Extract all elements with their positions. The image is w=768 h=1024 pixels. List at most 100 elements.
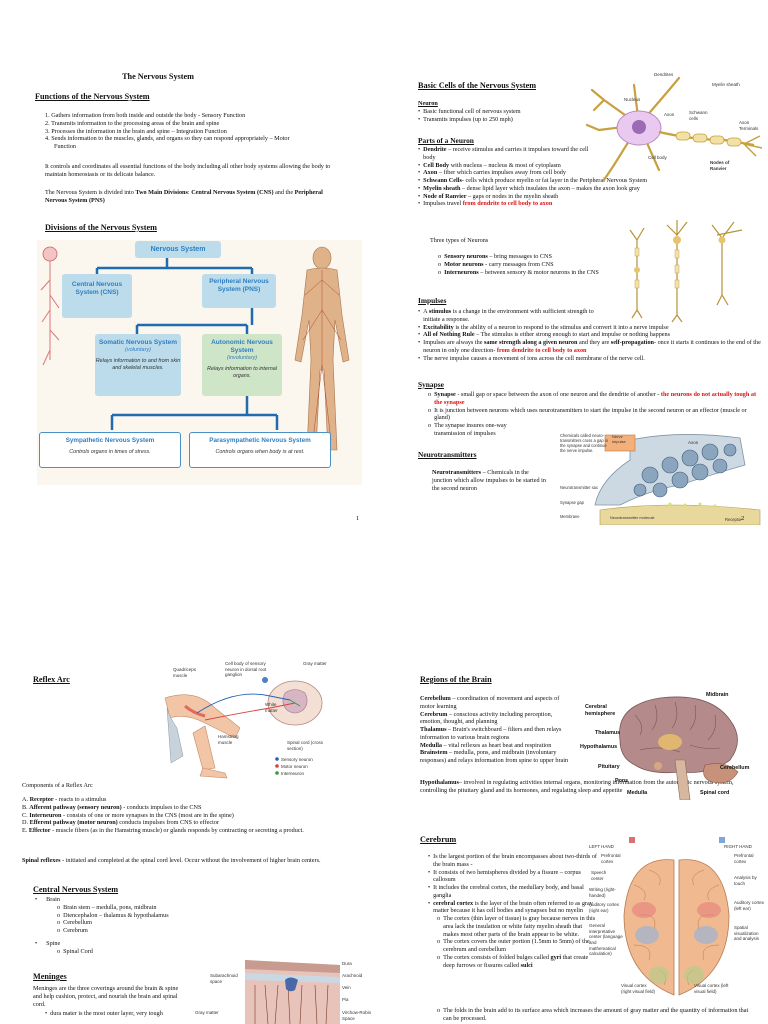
fig-label: Neurotransmitter sac [560, 485, 598, 490]
three-types-label: Three types of Neurons [430, 237, 489, 244]
list-item: Cerebrum – conscious activity including … [420, 710, 553, 726]
neuron-label: Neuron [418, 100, 438, 107]
page-1: The Nervous System Functions of the Nerv… [0, 55, 384, 525]
brain-figure: Midbrain Cerebral hemisphere Thalamus Hy… [580, 690, 765, 801]
components-list: A. Receptor - reacts to a stimulus B. Af… [22, 796, 367, 835]
fig-label: Axon [688, 440, 699, 445]
fig-label: Spinal cord [700, 790, 730, 796]
functions-heading: Functions of the Nervous System [35, 92, 150, 101]
fig-label: Thalamus [595, 730, 621, 736]
fig-label: Pia [342, 997, 349, 1002]
synapse-heading: Synapse [418, 380, 444, 389]
fig-label: Chemicals called neuro-transmitters cros… [560, 433, 609, 454]
fig-label: Cell body [648, 155, 667, 160]
synapse-figure: Chemicals called neuro-transmitters cros… [560, 430, 765, 525]
list-item: Medulla – vital reflexes as heart beat a… [420, 741, 552, 749]
neuron-types-figure [622, 210, 762, 325]
list-item: •Impulses are always the same strength a… [418, 339, 761, 354]
lateralization-figure: LEFT HAND RIGHT HAND Prefrontal cortex S… [589, 835, 764, 1003]
sympathetic-title: Sympathetic Nervous System [65, 437, 155, 444]
fig-label: Prefrontal cortex [601, 853, 621, 864]
neuron-list: •Basic functional cell of nervous system… [418, 108, 593, 124]
list-item: •Transmits impulses (up to 250 mph) [418, 115, 513, 123]
fig-label: Myelin sheath [712, 82, 740, 87]
autonomic-title: Autonomic Nervous System [211, 339, 273, 355]
neuron-illustration [585, 76, 763, 182]
fig-label: Spatial visualization and analysis [734, 925, 760, 942]
fig-label: Schwann cells [689, 110, 708, 121]
fig-label: Nerve impulse [612, 434, 626, 444]
fig-legend-label: Interneuron [281, 771, 305, 776]
list-item: •Myelin sheath – dense lipid layer which… [418, 184, 640, 192]
list-item: •Basic functional cell of nervous system [418, 108, 521, 115]
somatic-title: Somatic Nervous System [98, 339, 178, 346]
fig-label: Auditory cortex (left ear) [734, 900, 765, 911]
fig-legend-label: Motor neuron [281, 764, 308, 769]
page-4: Regions of the Brain Cerebellum – coordi… [384, 655, 768, 1024]
divisions-heading: Divisions of the Nervous System [45, 223, 157, 232]
parasympathetic-desc: Controls organs when body is at rest. [215, 448, 305, 455]
parasympathetic-box: Parasympathetic Nervous System Controls … [189, 432, 331, 468]
page-title: The Nervous System [122, 72, 194, 81]
list-item: •Excitability is the ability of a neuron… [418, 323, 669, 331]
fig-label: Membrane [560, 514, 580, 519]
fig-label: Quadriceps muscle [173, 667, 197, 678]
fig-label: Cerebellum [720, 765, 750, 771]
fig-label: Prefrontal cortex [734, 853, 754, 864]
reflex-arc-illustration [164, 677, 323, 779]
fig-label: Gray matter [195, 1010, 219, 1015]
parts-heading: Parts of a Neuron [418, 136, 474, 145]
cns-box: Central Nervous System (CNS) [62, 274, 132, 318]
paragraph: It controls and coordinates all essentia… [45, 163, 331, 178]
fig-label: Visual cortex (left visual field) [694, 983, 729, 994]
spinal-reflexes-text: Spinal reflexes - initiated and complete… [22, 857, 321, 864]
fig-label: Hamstring muscle [218, 734, 239, 745]
fig-label: Nodes of Ranvier [710, 160, 730, 171]
fig-label: Virchow-Robin Space [342, 1010, 372, 1021]
page-2: Basic Cells of the Nervous System Neuron… [384, 55, 768, 525]
reflex-arc-heading: Reflex Arc [33, 675, 70, 684]
fig-label: Analysis by touch [734, 875, 757, 886]
autonomic-box: Autonomic Nervous System (involuntary) R… [202, 334, 282, 396]
divisions-diagram: Nervous System Central Nervous System (C… [37, 240, 362, 485]
fig-label: Pituitary [598, 764, 620, 770]
somatic-box: Somatic Nervous System (voluntary) Relay… [95, 334, 181, 396]
page-number: 2 [741, 515, 745, 522]
list-item: 4. Sends information to the muscles, gla… [45, 135, 290, 143]
fig-label: Midbrain [706, 692, 729, 698]
list-item: 1. Gathers information from both inside … [45, 112, 246, 119]
list-item: C. Interneuron - consists of one or more… [22, 811, 234, 819]
list-item: Function [54, 143, 77, 150]
list-item: •Axon – fiber which carries impulses awa… [418, 169, 566, 177]
fig-label: Dendrites [654, 72, 674, 77]
impulses-list: •A stimulus is a change in the environme… [418, 308, 763, 362]
list-item: •All of Nothing Rule – The stimulus is e… [418, 331, 671, 339]
list-item: •Node of Ranvier – gaps or nodes in the … [418, 192, 559, 200]
fig-label: Medulla [627, 790, 648, 796]
fig-legend-label: Sensory neuron [281, 757, 313, 762]
list-item: •Is the largest portion of the brain enc… [428, 853, 597, 868]
fig-label: Auditory cortex (right ear) [589, 902, 620, 913]
fig-label: Dura [342, 961, 352, 966]
parasympathetic-title: Parasympathetic Nervous System [209, 437, 311, 444]
fig-label: Axon Terminals [739, 120, 759, 131]
list-item: •Brain [35, 896, 60, 903]
list-item: 2. Transmits information to the processi… [45, 119, 220, 127]
lateralization-illustration [623, 837, 730, 996]
reflex-arc-figure: Quadriceps muscle Cell body of sensory n… [145, 658, 330, 780]
pns-box: Peripheral Nervous System (PNS) [202, 274, 276, 308]
fig-label: Visual cortex (right visual field) [621, 983, 656, 994]
